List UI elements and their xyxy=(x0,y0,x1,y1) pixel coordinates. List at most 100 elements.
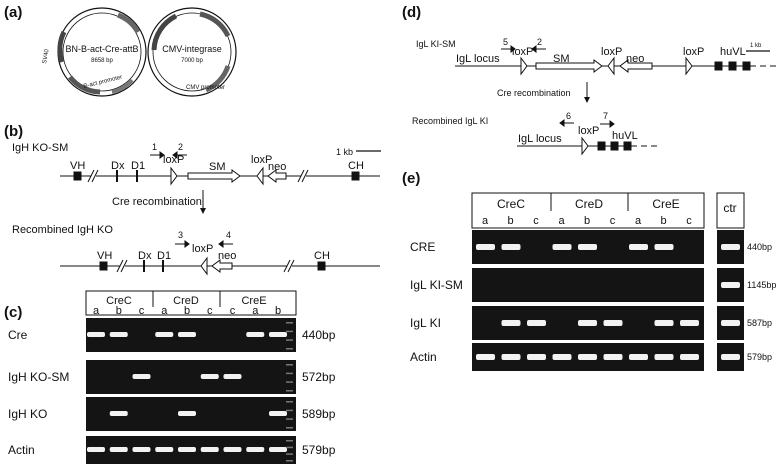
panel-a-label: (a) xyxy=(4,4,22,21)
d-huvl-label: huVL xyxy=(720,46,746,58)
d-loxp-1: loxP xyxy=(512,46,533,58)
panel-b: (b) IgH KO-SM 1 kb 1 2 loxP loxP SM xyxy=(4,123,381,276)
e-band xyxy=(603,320,623,326)
recombined-igl-ki-map xyxy=(517,119,658,156)
e-band xyxy=(654,354,674,360)
c-band xyxy=(109,411,128,416)
c-lane-label: a xyxy=(252,305,259,317)
b-primer-2: 2 xyxy=(178,142,183,152)
c-band xyxy=(178,447,196,452)
igl-ki-sm-map xyxy=(455,45,778,76)
c-band xyxy=(132,447,151,452)
c-ladder-band xyxy=(286,381,293,383)
plasmid-1-size: 8658 bp xyxy=(91,58,113,64)
e-band xyxy=(654,244,674,250)
b-primer-1: 1 xyxy=(152,142,157,152)
c-group-crec: CreC xyxy=(106,295,132,307)
e-gel-row: IgL KI 587bp xyxy=(410,306,772,340)
b-recomb-ch: CH xyxy=(314,250,330,262)
b-scale-label: 1 kb xyxy=(336,147,353,157)
c-band xyxy=(178,332,196,337)
d-arrow-label: Cre recombination xyxy=(497,88,571,98)
e-band xyxy=(501,354,521,360)
e-lane-label: c xyxy=(686,215,692,227)
c-band xyxy=(87,332,105,337)
panel-d: (d) IgL KI-SM 1 kb 5 2 loxP loxP loxP SM… xyxy=(402,4,778,156)
c-row-size: 440bp xyxy=(302,328,336,342)
b-loxp-1: loxP xyxy=(163,154,184,166)
e-row-size: 587bp xyxy=(747,318,772,328)
c-band xyxy=(223,374,242,379)
c-band xyxy=(269,332,287,337)
d-sm-label: SM xyxy=(553,53,570,65)
igh-ko-sm-map xyxy=(60,151,380,186)
e-gel-strip xyxy=(472,268,704,302)
e-lane-label: b xyxy=(507,215,513,227)
b-primer-3: 3 xyxy=(178,230,183,240)
b-recomb-dx: Dx xyxy=(138,250,152,262)
e-row-size: 579bp xyxy=(747,352,772,362)
e-band xyxy=(629,354,648,360)
c-lane-label: c xyxy=(230,305,236,317)
recombined-igh-ko-map xyxy=(60,240,380,276)
c-ladder-band xyxy=(286,390,293,392)
d-primer-2: 2 xyxy=(537,37,542,47)
c-band xyxy=(200,447,219,452)
e-group-crec: CreC xyxy=(497,197,525,211)
e-lane-label: b xyxy=(660,215,666,227)
e-lane-label: a xyxy=(482,215,489,227)
d-scale-label: 1 kb xyxy=(750,43,762,49)
e-gel-row: CRE 440bp xyxy=(410,230,772,264)
e-ctr-band xyxy=(721,354,740,360)
panel-d-label: (d) xyxy=(402,4,421,21)
e-band xyxy=(578,244,597,250)
plasmid-2-name: CMV-integrase xyxy=(162,44,222,54)
c-group-cree: CreE xyxy=(241,295,266,307)
plasmid-2: CMV-integrase 7000 bp CMV promoter xyxy=(147,7,237,97)
e-row-label: IgL KI xyxy=(410,316,441,330)
c-lane-label: b xyxy=(275,305,281,317)
e-lane-label: b xyxy=(584,215,590,227)
e-ctr-band xyxy=(721,282,740,288)
c-gel-strip xyxy=(86,360,296,394)
b-neo-label: neo xyxy=(268,161,286,173)
d-primer-7: 7 xyxy=(603,111,608,121)
d-primer-6: 6 xyxy=(566,111,571,121)
e-band xyxy=(654,320,674,326)
c-band xyxy=(109,447,128,452)
b-arrow-label: Cre recombination xyxy=(112,196,202,208)
c-row-size: 589bp xyxy=(302,407,336,421)
e-band xyxy=(476,354,495,360)
d-locus-label: IgL locus xyxy=(456,53,500,65)
c-row-label: Actin xyxy=(8,443,35,457)
d-top-title: IgL KI-SM xyxy=(416,39,456,49)
e-lane-label: a xyxy=(635,215,642,227)
e-row-label: CRE xyxy=(410,240,435,254)
b-sm-label: SM xyxy=(209,161,226,173)
c-ladder-band xyxy=(286,460,293,462)
d-loxp-2: loxP xyxy=(601,46,622,58)
c-ladder-band xyxy=(286,401,293,403)
plasmid-2-size: 7000 bp xyxy=(181,58,203,64)
e-row-label: Actin xyxy=(410,350,437,364)
e-band xyxy=(603,354,623,360)
e-row-size: 440bp xyxy=(747,242,772,252)
c-ladder-band xyxy=(286,453,293,455)
panel-a: (a) BN-B-act-Cre-attB 8658 bp B-act prom… xyxy=(4,4,237,97)
d-primer-5: 5 xyxy=(503,37,508,47)
e-group-cred: CreD xyxy=(575,197,603,211)
c-lane-label: c xyxy=(139,305,145,317)
c-band xyxy=(87,447,105,452)
c-ladder-band xyxy=(286,418,293,420)
c-ladder-band xyxy=(286,440,293,442)
e-lane-label: a xyxy=(558,215,565,227)
e-row-size: 1145bp xyxy=(747,280,776,290)
c-row-size: 572bp xyxy=(302,370,336,384)
b-d1-label: D1 xyxy=(131,160,145,172)
c-band xyxy=(246,332,265,337)
d-loxp-3: loxP xyxy=(683,46,704,58)
b-primer-4: 4 xyxy=(226,230,231,240)
